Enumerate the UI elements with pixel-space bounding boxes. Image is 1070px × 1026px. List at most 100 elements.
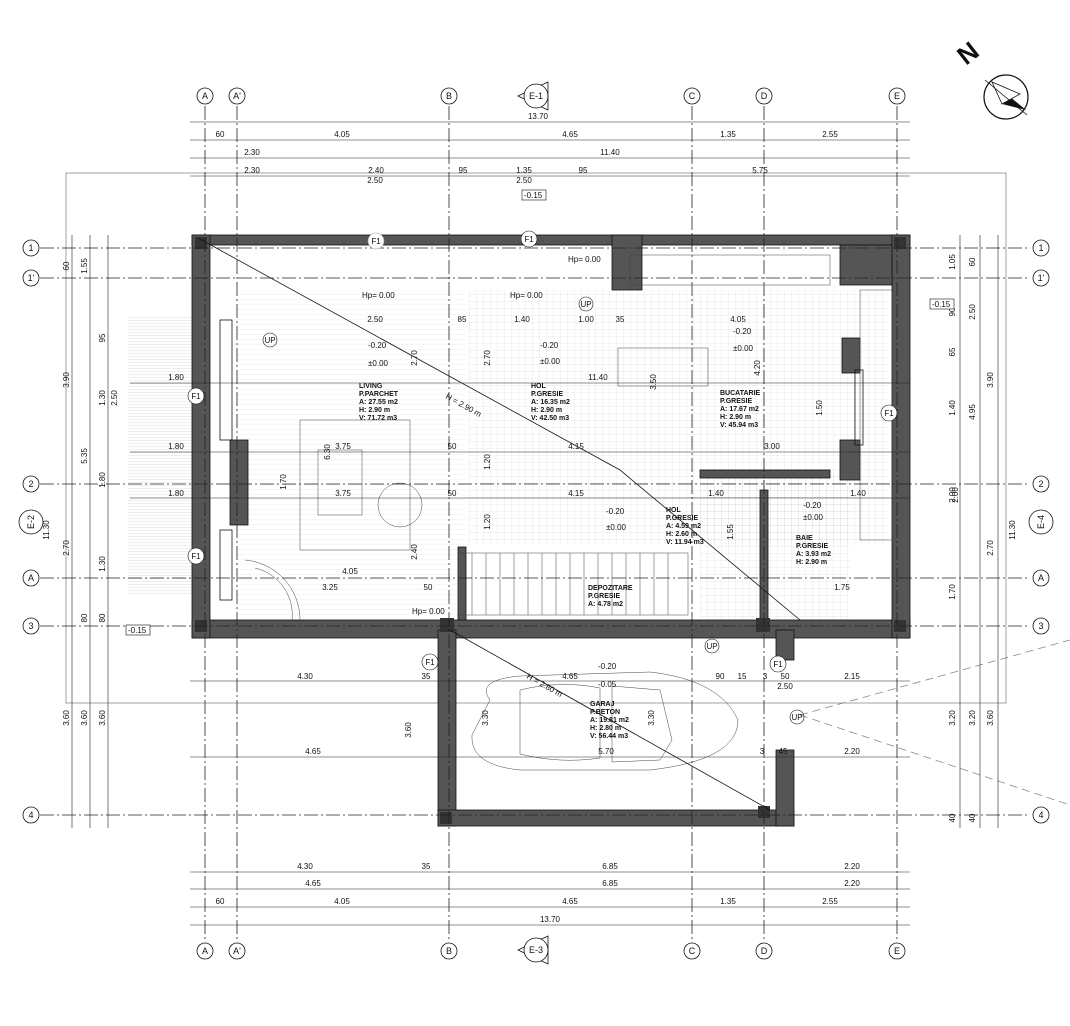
idim-v10: 3.30	[481, 710, 490, 726]
section-right-label: E-4	[1036, 515, 1046, 529]
room-area: A: 4.59 m2	[666, 523, 701, 530]
compass-icon: N	[951, 36, 1029, 120]
dim-right-4: 3.90	[986, 372, 995, 388]
idim-v13: 2.00	[951, 487, 960, 503]
room-area: A: 16.35 m2	[531, 399, 570, 406]
window-tag-6: F1	[880, 404, 898, 422]
svg-text:1: 1	[28, 243, 33, 253]
svg-text:UP: UP	[580, 300, 591, 309]
room-floor: P.BETON	[590, 709, 620, 716]
dim-top-total: 13.70	[528, 112, 549, 121]
idim-v1: 2.70	[483, 350, 492, 366]
idim-e2: 50	[424, 583, 433, 592]
axis-bubble-E-top: E	[888, 87, 906, 105]
idim-d5: 1.40	[850, 489, 866, 498]
dim-left-4: 1.30	[98, 390, 107, 406]
dim-right-9: 11.30	[1008, 520, 1017, 540]
level-living-a: -0.20	[368, 341, 387, 350]
dim-left-5: 2.50	[110, 390, 119, 406]
dim-top2-4: 2.55	[822, 130, 838, 139]
axis-bubble-2-left: 2	[22, 475, 40, 493]
dim-top4-3: 1.35	[516, 166, 532, 175]
level-hol-b: ±0.00	[540, 357, 561, 366]
idim-c4: 3.00	[764, 442, 780, 451]
svg-text:B: B	[446, 91, 452, 101]
idim-v3: 4.20	[753, 360, 762, 376]
level-baie-b: ±0.00	[803, 513, 824, 522]
room-area: A: 19.81 m2	[590, 717, 629, 724]
dim-top2-1: 4.05	[334, 130, 350, 139]
room-volume: V: 42.50 m3	[531, 415, 569, 422]
axis-bubble-C-top: C	[683, 87, 701, 105]
level-outside-left: -0.15	[125, 624, 151, 636]
svg-text:F1: F1	[371, 237, 381, 246]
dim-right-12: 3.20	[948, 710, 957, 726]
axis-bubble-A-bottom: A	[196, 942, 214, 960]
dim-top4-0: 2.30	[244, 166, 260, 175]
dim-left-11: 80	[98, 613, 107, 622]
dim-garb-1: 5.70	[598, 747, 614, 756]
dim-right-13: 3.20	[968, 710, 977, 726]
idim-a0: 2.50	[367, 315, 383, 324]
axis-bubble-3-left: 3	[22, 617, 40, 635]
idim-c2: 50	[448, 442, 457, 451]
room-floor: P.GRESIE	[720, 398, 752, 405]
dim-top2-3: 1.35	[720, 130, 736, 139]
level-baie-a: -0.20	[803, 501, 822, 510]
level-outside-top: -0.15	[521, 189, 547, 201]
dim-bot3-2: 4.65	[562, 897, 578, 906]
svg-text:A: A	[202, 946, 208, 956]
axis-bubble-1p-right: 1'	[1032, 269, 1050, 287]
dim-left-12: 11.30	[42, 520, 51, 540]
dim-left-3: 95	[98, 333, 107, 342]
furniture	[299, 254, 893, 551]
dim-top4-2: 95	[459, 166, 468, 175]
svg-text:UP: UP	[264, 336, 275, 345]
axis-bubble-4-right: 4	[1032, 806, 1050, 824]
window-tag-2: F1	[187, 387, 205, 405]
axis-bubble-1-right: 1	[1032, 239, 1050, 257]
walls	[191, 234, 911, 827]
svg-text:2: 2	[1038, 479, 1043, 489]
axis-bubble-A-top: A	[196, 87, 214, 105]
dim-bot3-3: 1.35	[720, 897, 736, 906]
idim-d4: 1.40	[708, 489, 724, 498]
svg-text:A: A	[28, 573, 34, 583]
interior-dimensions: 2.50 85 1.40 1.00 35 4.05 1.80 11.40 1.8…	[130, 315, 960, 726]
idim-v0: 2.70	[410, 350, 419, 366]
up-markers: UP UP UP UP	[262, 296, 805, 725]
dim-bot2-1: 6.85	[602, 879, 618, 888]
bottom-dimensions: 4.30 35 6.85 2.20 4.65 6.85 2.20 60 4.05…	[190, 862, 910, 926]
svg-text:3: 3	[28, 621, 33, 631]
idim-v4: 6.30	[323, 444, 332, 460]
svg-text:F1: F1	[524, 235, 534, 244]
room-height: H: 2.80 m	[590, 725, 621, 732]
room-height: H: 2.90 m	[531, 407, 562, 414]
room-name: HOL	[666, 507, 682, 514]
dim-garb-4: 2.20	[844, 747, 860, 756]
axis-bubble-A1-top: A'	[228, 87, 246, 105]
svg-text:1': 1'	[28, 273, 35, 283]
svg-text:A: A	[202, 91, 208, 101]
svg-text:A: A	[1038, 573, 1044, 583]
idim-d3: 4.15	[568, 489, 584, 498]
svg-text:F1: F1	[191, 392, 201, 401]
svg-text:E: E	[894, 91, 900, 101]
dim-left-7: 1.80	[98, 472, 107, 488]
axis-bubble-1p-left: 1'	[22, 269, 40, 287]
section-mark-right: E-4	[1028, 509, 1054, 535]
svg-text:A': A'	[233, 946, 241, 956]
room-area: A: 17.67 m2	[720, 406, 759, 413]
plot-outline	[65, 172, 1007, 704]
dim-top3-0: 2.30	[244, 148, 260, 157]
axis-bubble-A-left: A	[22, 569, 40, 587]
idim-c3: 4.15	[568, 442, 584, 451]
idim-v8: 1.20	[483, 514, 492, 530]
room-floor: P.PARCHET	[359, 391, 399, 398]
